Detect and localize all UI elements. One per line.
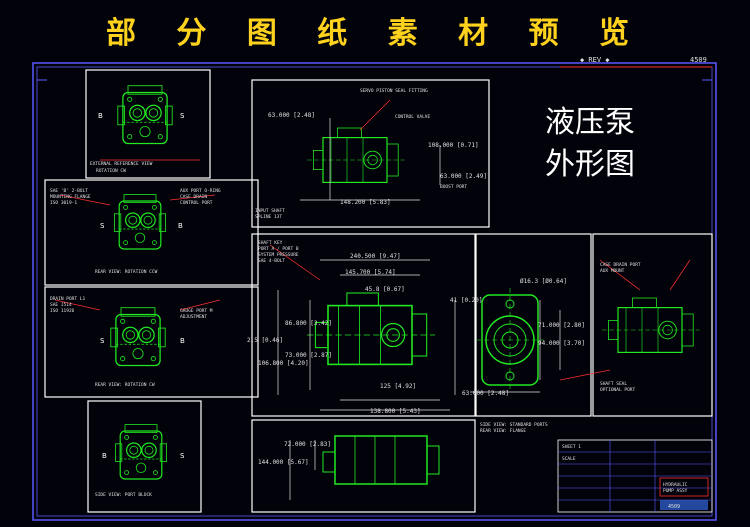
svg-text:SHAFT KEY: SHAFT KEY [258,240,283,246]
svg-text:REAR VIEW: ROTATION CW: REAR VIEW: ROTATION CW [95,382,155,388]
dimension-label: 41 [0.20] [450,297,483,304]
dimension-label: 86.800 [3.42] [285,320,332,327]
dimension-label: 125 [4.92] [380,383,416,390]
svg-text:SERVO PISTON SEAL FITTING: SERVO PISTON SEAL FITTING [360,88,428,94]
svg-text:SYSTEM PRESSURE: SYSTEM PRESSURE [258,252,299,258]
svg-text:PUMP ASSY: PUMP ASSY [663,488,688,494]
svg-text:EXTERNAL REFERENCE VIEW: EXTERNAL REFERENCE VIEW [90,161,153,167]
dimension-label: 148.200 [5.83] [340,199,391,206]
view-label: B [178,222,183,230]
svg-text:PORT A / PORT B: PORT A / PORT B [258,246,299,252]
svg-text:AUX PORT O-RING: AUX PORT O-RING [180,188,221,194]
svg-text:4509: 4509 [690,56,707,64]
dimension-label: 108.000 [0.71] [428,142,479,149]
view-label: S [180,112,185,120]
dimension-label: 94.000 [3.70] [538,340,585,347]
svg-text:SIDE VIEW: PORT BLOCK: SIDE VIEW: PORT BLOCK [95,492,152,498]
view-label: B [102,452,107,460]
dimension-label: 138.800 [5.43] [370,408,421,415]
svg-text:SHEET 1: SHEET 1 [562,444,581,450]
svg-text:REAR VIEW: ROTATION CCW: REAR VIEW: ROTATION CCW [95,269,158,275]
svg-text:MOUNTING FLANGE: MOUNTING FLANGE [50,194,91,200]
svg-text:SAE 4-BOLT: SAE 4-BOLT [258,258,285,264]
caption-line-2: 外形图 [545,147,635,182]
dimension-label: 144.000 [5.67] [258,459,309,466]
svg-text:SAE J514: SAE J514 [50,302,72,308]
dimension-label: 63.000 [2.49] [440,173,487,180]
dimension-label: 63.000 [2.48] [268,112,315,119]
dimension-label: 45.8 [0.67] [365,286,405,293]
dimension-label: 63.000 [2.48] [462,390,509,397]
svg-text:SIDE VIEW: STANDARD PORTS: SIDE VIEW: STANDARD PORTS [480,422,548,428]
dimension-label: Ø16.3 [Ø0.64] [520,278,567,285]
svg-text:4509: 4509 [668,504,680,510]
svg-text:◆ REV ◆: ◆ REV ◆ [580,56,610,64]
view-label: S [100,337,105,345]
view-label: S [100,222,105,230]
dimension-label: 72.000 [2.83] [284,441,331,448]
dimension-label: 2.5 [0.46] [247,337,283,344]
svg-text:ISO 3019-1: ISO 3019-1 [50,200,77,206]
view-label: S [180,452,185,460]
svg-text:GAUGE PORT M: GAUGE PORT M [180,308,213,314]
svg-text:SHAFT SEAL: SHAFT SEAL [600,381,627,387]
svg-text:REAR VIEW: FLANGE: REAR VIEW: FLANGE [480,428,526,434]
dimension-label: 240.500 [9.47] [350,253,401,260]
caption-line-1: 液压泵 [545,105,635,140]
svg-text:ISO 11926: ISO 11926 [50,308,75,314]
svg-text:CONTROL VALVE: CONTROL VALVE [395,114,431,120]
svg-text:BOOST PORT: BOOST PORT [440,184,467,190]
svg-text:SCALE: SCALE [562,456,576,462]
svg-text:DRAIN PORT L1: DRAIN PORT L1 [50,296,86,302]
drawing-caption: 液压泵 外形图 [545,102,695,186]
svg-text:CASE DRAIN PORT: CASE DRAIN PORT [600,262,641,268]
view-label: B [98,112,103,120]
page-title: 部 分 图 纸 素 材 预 览 [105,16,645,51]
svg-text:ADJUSTMENT: ADJUSTMENT [180,314,207,320]
svg-text:CASE DRAIN: CASE DRAIN [180,194,207,200]
svg-text:SAE 'B' 2-BOLT: SAE 'B' 2-BOLT [50,188,88,194]
dimension-label: 106.800 [4.20] [258,360,309,367]
view-label: B [180,337,185,345]
dimension-label: 73.000 [2.87] [285,352,332,359]
svg-text:ROTATION CW: ROTATION CW [96,168,126,174]
svg-text:AUX MOUNT: AUX MOUNT [600,268,625,274]
svg-text:CONTROL PORT: CONTROL PORT [180,200,213,206]
svg-text:INPUT SHAFT: INPUT SHAFT [255,208,285,214]
svg-text:OPTIONAL PORT: OPTIONAL PORT [600,387,636,393]
dimension-label: 71.000 [2.80] [538,322,585,329]
dimension-label: 145.700 [5.74] [345,269,396,276]
svg-text:SPLINE 13T: SPLINE 13T [255,214,282,220]
svg-text:HYDRAULIC: HYDRAULIC [663,482,688,488]
